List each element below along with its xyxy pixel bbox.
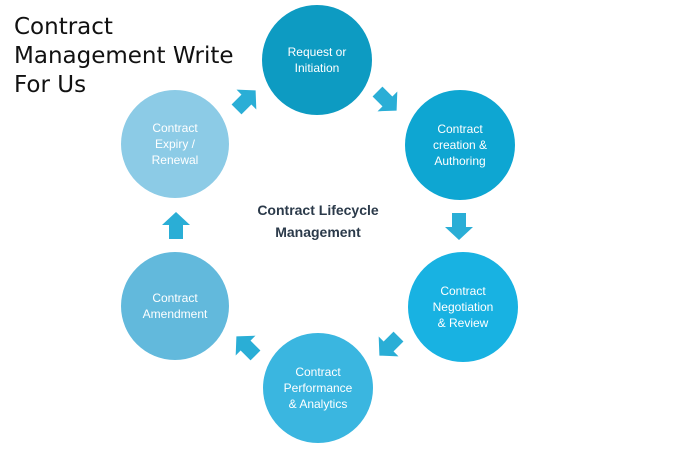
page-title-line-2: Management Write [14,43,234,69]
stage-request-or-initiation: Request or Initiation [262,5,372,115]
stage-label-line: Authoring [434,154,485,168]
stage-label-line: Contract [440,284,486,298]
stage-circle [262,5,372,115]
stage-label-line: & Review [438,316,489,330]
stage-label-line: Initiation [295,61,340,75]
flow-arrow [235,335,261,361]
flow-arrow [372,86,398,112]
stage-label-line: Negotiation [433,300,494,314]
center-label-line: Management [275,224,361,240]
page-title-line-3: For Us [14,72,87,98]
stage-label-line: Contract [152,121,198,135]
stage-circle [121,252,229,360]
stage-circle [263,333,373,443]
page-title: Contract Management Write For Us [14,13,234,100]
stage-label-line: Contract [437,122,483,136]
stage-label-line: Request or [288,45,347,59]
page-title-line-1: Contract [14,14,113,40]
flow-arrows [162,86,473,361]
stage-label-line: & Analytics [289,397,348,411]
stage-label-line: Amendment [143,307,208,321]
stage-label-line: creation & [433,138,487,152]
flow-arrow [378,331,404,357]
stage-label-line: Expiry / [155,137,196,151]
flow-arrow [231,89,257,115]
stage-circle [405,90,515,200]
stage-contract-creation-authoring: Contract creation & Authoring [405,90,515,200]
flow-arrow [445,213,473,240]
flow-arrow [162,212,190,239]
stage-label-line: Contract [295,365,341,379]
stage-label-line: Contract [152,291,198,305]
stage-circle [408,252,518,362]
stage-circle [121,90,229,198]
center-label-line: Contract Lifecycle [257,202,379,218]
stage-label-line: Renewal [152,153,199,167]
stage-label-line: Performance [284,381,353,395]
